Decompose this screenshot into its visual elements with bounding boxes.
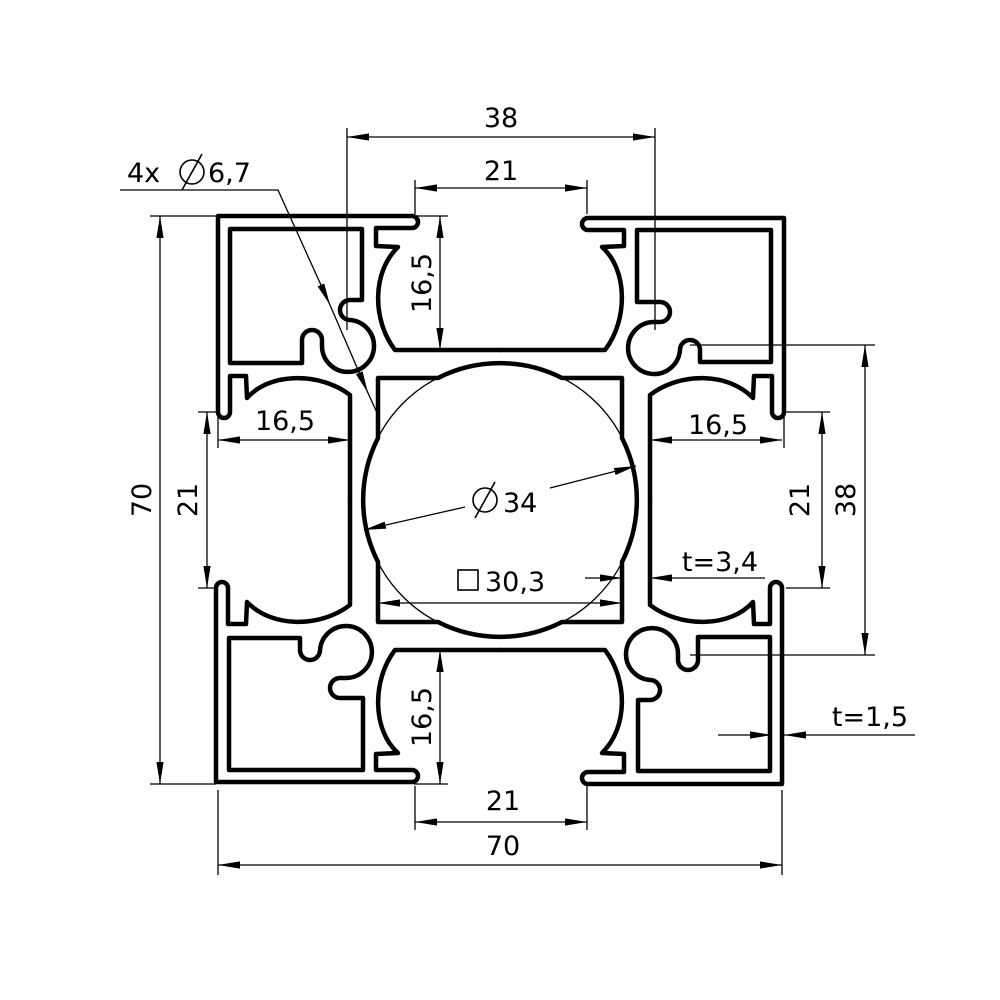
dim-top-21: 21: [484, 156, 518, 187]
dim-left-slot-depth: 16,5: [255, 406, 315, 437]
diameter-symbol-holes: [179, 153, 205, 191]
quadrant-top-left: [218, 216, 500, 500]
dimension-lines: [120, 133, 915, 869]
bore-circle-construction: [362, 362, 638, 638]
hole-count: 4x: [127, 158, 160, 189]
quadrant-bottom-left: [216, 500, 500, 782]
diameter-symbol-bore: [472, 481, 498, 519]
dim-top-38: 38: [484, 103, 518, 134]
dim-core-wall: t=3,4: [682, 547, 758, 578]
dim-bore-diameter: 34: [503, 488, 537, 519]
dim-overall-height: 70: [127, 483, 158, 517]
dim-right-slot-width: 21: [785, 483, 816, 517]
dim-right-38: 38: [831, 483, 862, 517]
hole-diameter: 6,7: [208, 158, 251, 189]
dim-bottom-slot-depth: 16,5: [407, 687, 438, 747]
dim-top-slot-depth: 16,5: [407, 253, 438, 313]
profile-section: [216, 216, 784, 784]
square-symbol: [457, 569, 479, 591]
dim-right-slot-depth: 16,5: [688, 410, 748, 441]
dim-left-slot-width: 21: [173, 483, 204, 517]
dim-bottom-21: 21: [486, 786, 520, 817]
dim-core-square: 30,3: [485, 567, 545, 598]
dim-outer-wall: t=1,5: [832, 702, 908, 733]
quadrant-top-right: [500, 218, 784, 500]
dim-overall-width: 70: [486, 831, 520, 862]
quadrant-bottom-right: [500, 500, 782, 784]
